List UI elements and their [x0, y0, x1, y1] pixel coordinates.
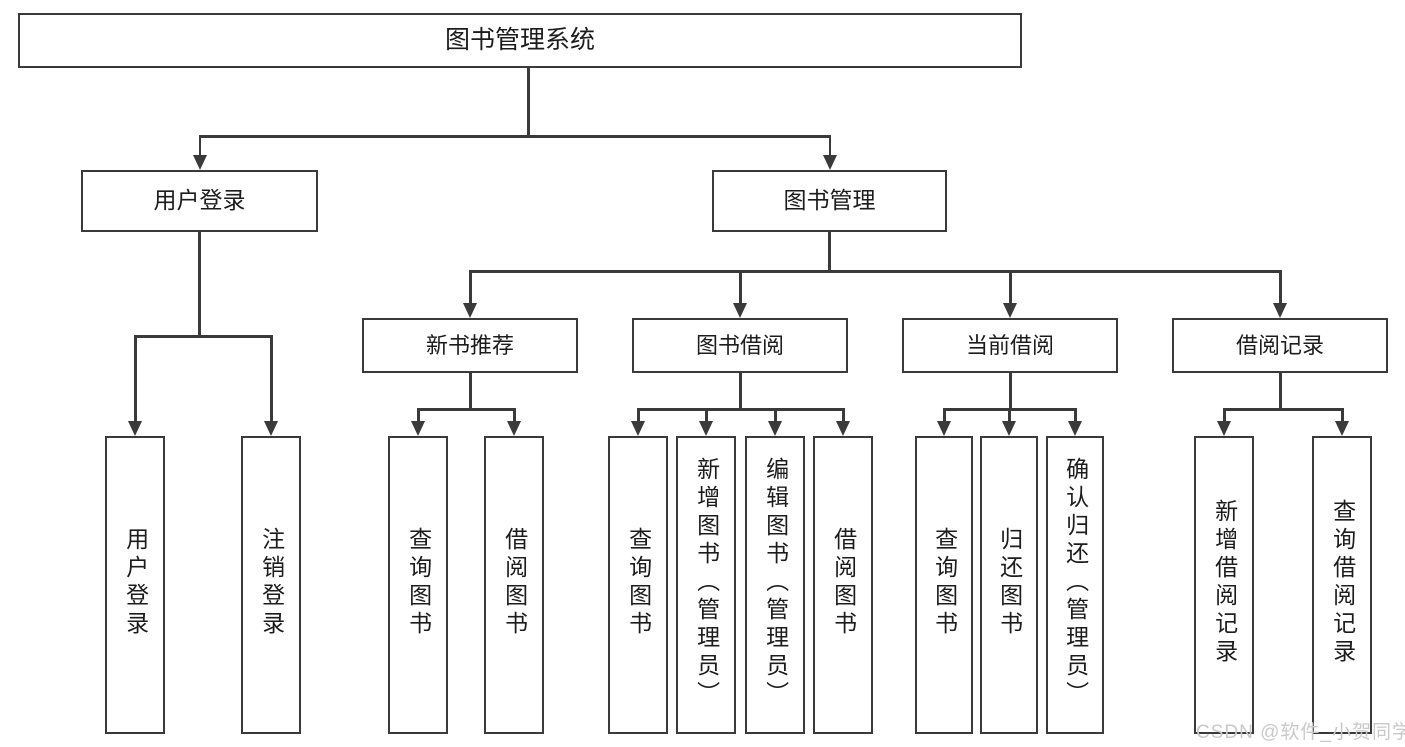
connector-drop-g1-leaf-2	[513, 408, 516, 421]
connector-drop-g4-leaf-2	[1341, 408, 1344, 421]
node-leaf-7: 编辑图书（管理员）	[745, 436, 805, 734]
node-leaf-10: 归还图书	[980, 436, 1038, 734]
node-leaf-4: 借阅图书	[484, 436, 544, 734]
node-root: 图书管理系统	[18, 13, 1022, 68]
node-leaf-12: 新增借阅记录	[1194, 436, 1254, 734]
connector-root-bus	[199, 135, 830, 138]
arrowhead-g2-leaf-3	[768, 421, 782, 436]
node-level2-4: 借阅记录	[1172, 318, 1388, 373]
node-label: 编辑图书（管理员）	[762, 457, 789, 709]
node-leaf-11: 确认归还（管理员）	[1046, 436, 1104, 734]
connector-drop-level2-1	[469, 270, 472, 303]
node-label: 查询图书	[625, 527, 652, 639]
connector-stem-group-4	[1279, 373, 1282, 408]
connector-stem-group-3	[1009, 373, 1012, 408]
node-label: 新增借阅记录	[1211, 499, 1238, 667]
node-leaf-9: 查询图书	[915, 436, 973, 734]
arrowhead-level1-2	[822, 155, 837, 170]
node-label: 查询图书	[931, 527, 958, 639]
connector-login-stem	[198, 232, 201, 335]
node-level2-3: 当前借阅	[902, 318, 1118, 373]
arrowhead-g4-leaf-1	[1217, 421, 1231, 436]
node-label: 查询图书	[405, 527, 432, 639]
connector-drop-level2-3	[1009, 270, 1012, 303]
node-label: 借阅图书	[830, 527, 857, 639]
node-level2-2: 图书借阅	[632, 318, 848, 373]
connector-drop-g1-leaf-1	[417, 408, 420, 421]
node-label: 新增图书（管理员）	[693, 457, 720, 709]
node-label: 用户登录	[122, 527, 149, 639]
connector-drop-g4-leaf-1	[1223, 408, 1226, 421]
connector-drop-g3-leaf-2	[1008, 408, 1011, 421]
arrowhead-level2-3	[1003, 303, 1017, 318]
node-label: 注销登录	[258, 527, 285, 639]
connector-drop-g2-leaf-1	[637, 408, 640, 421]
node-label: 图书借阅	[695, 332, 784, 358]
node-level2-1: 新书推荐	[362, 318, 578, 373]
node-label: 新书推荐	[425, 332, 514, 358]
node-level1-2: 图书管理	[712, 170, 947, 232]
connector-drop-g2-leaf-2	[705, 408, 708, 421]
node-label: 当前借阅	[965, 332, 1054, 358]
arrowhead-g2-leaf-1	[631, 421, 645, 436]
connector-drop-login-leaf-1	[134, 335, 137, 421]
node-leaf-2: 注销登录	[241, 436, 301, 734]
connector-drop-g3-leaf-1	[943, 408, 946, 421]
connector-drop-level2-2	[739, 270, 742, 303]
arrowhead-level1-1	[192, 155, 207, 170]
node-level1-1: 用户登录	[81, 170, 318, 232]
connector-login-bus	[135, 335, 271, 338]
connector-stem-group-2	[739, 373, 742, 408]
connector-books-bus	[469, 270, 1280, 273]
node-label: 借阅记录	[1235, 332, 1324, 358]
arrowhead-level2-2	[733, 303, 747, 318]
node-label: 借阅图书	[501, 527, 528, 639]
arrowhead-g3-leaf-2	[1002, 421, 1016, 436]
connector-drop-login-leaf-2	[270, 335, 273, 421]
node-leaf-8: 借阅图书	[813, 436, 873, 734]
arrowhead-g4-leaf-2	[1335, 421, 1349, 436]
arrowhead-level2-4	[1273, 303, 1287, 318]
node-label: 归还图书	[996, 527, 1023, 639]
node-label: 图书管理系统	[444, 25, 595, 54]
arrowhead-login-leaf-2	[264, 421, 278, 436]
node-label: 用户登录	[153, 187, 246, 214]
arrowhead-g1-leaf-2	[507, 421, 521, 436]
arrowhead-g2-leaf-2	[699, 421, 713, 436]
node-leaf-13: 查询借阅记录	[1312, 436, 1372, 734]
connector-bus-group-4	[1224, 408, 1342, 411]
arrowhead-g3-leaf-3	[1068, 421, 1082, 436]
arrowhead-login-leaf-1	[128, 421, 142, 436]
connector-bus-group-2	[638, 408, 843, 411]
connector-drop-level2-4	[1279, 270, 1282, 303]
connector-drop-g2-leaf-4	[842, 408, 845, 421]
arrowhead-g1-leaf-1	[411, 421, 425, 436]
arrowhead-g3-leaf-1	[937, 421, 951, 436]
node-label: 查询借阅记录	[1329, 499, 1356, 667]
node-leaf-1: 用户登录	[105, 436, 165, 734]
connector-books-stem	[828, 232, 831, 270]
connector-drop-g3-leaf-3	[1074, 408, 1077, 421]
node-leaf-3: 查询图书	[388, 436, 448, 734]
connector-drop-g2-leaf-3	[774, 408, 777, 421]
node-label: 确认归还（管理员）	[1062, 457, 1089, 709]
connector-bus-group-1	[418, 408, 514, 411]
connector-stem-group-1	[469, 373, 472, 408]
node-leaf-6: 新增图书（管理员）	[676, 436, 736, 734]
node-label: 图书管理	[783, 187, 876, 214]
connector-drop-level1-2	[828, 135, 831, 155]
csdn-watermark: CSDN @软件_小贺同学	[1196, 722, 1405, 743]
arrowhead-g2-leaf-4	[836, 421, 850, 436]
connector-drop-level1-1	[198, 135, 201, 155]
connector-root-stem	[527, 68, 530, 135]
arrowhead-level2-1	[463, 303, 477, 318]
node-leaf-5: 查询图书	[608, 436, 668, 734]
